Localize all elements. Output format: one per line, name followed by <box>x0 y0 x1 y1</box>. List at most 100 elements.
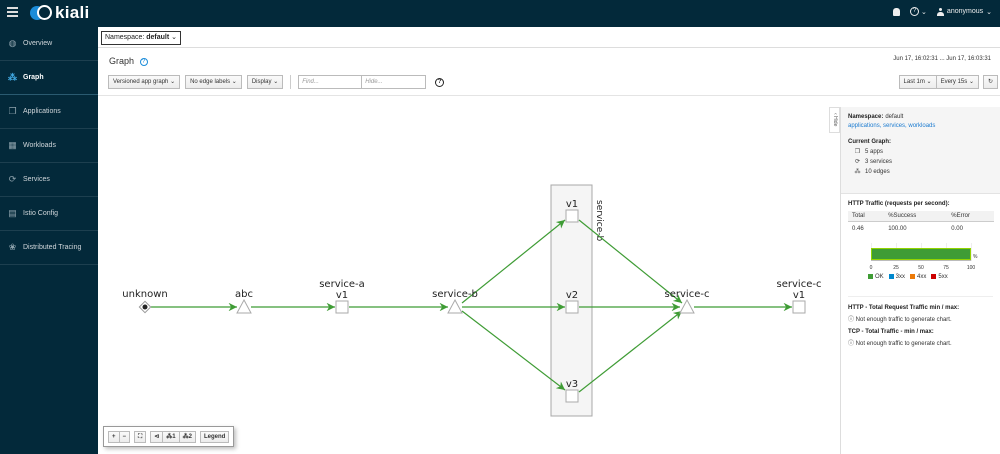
node-service-c[interactable]: service-c <box>665 289 710 314</box>
zoom-in-button[interactable]: + <box>108 430 120 443</box>
namespace-value: default <box>146 34 170 41</box>
tcp-minmax-title: TCP - Total Traffic - min / max: <box>848 329 934 336</box>
help-icon[interactable]: ? <box>139 57 148 66</box>
edge-labels-dropdown[interactable]: No edge labels ⌄ <box>185 75 242 89</box>
legend-button[interactable]: Legend <box>199 430 230 443</box>
divider <box>98 95 1000 96</box>
layout-icon: ⁂ <box>182 433 189 440</box>
namespace-links[interactable]: applications, services, workloads <box>848 123 936 129</box>
legend-4xx: 4xx <box>910 274 926 280</box>
chevron-down-icon: ⌄ <box>921 8 927 16</box>
tcp-minmax-note: ⓘ Not enough traffic to generate chart. <box>841 338 1000 347</box>
table-header: %Error <box>947 211 994 222</box>
page-title-text: Graph <box>109 56 135 66</box>
table-header: Total <box>848 211 885 222</box>
layout-default-button[interactable]: ⊲ <box>150 430 164 443</box>
menu-icon[interactable] <box>7 7 18 17</box>
node-service-c-v1[interactable]: service-c v1 <box>777 279 822 314</box>
legend-ok: OK <box>868 274 884 280</box>
node-service-b-v2[interactable]: v2 <box>565 290 579 314</box>
layout-number: 1 <box>172 433 176 440</box>
service-graph[interactable]: service-b unknown abc <box>98 96 833 454</box>
fit-icon: ⛶ <box>138 433 143 440</box>
main-content: Namespace: default ⌄ Graph ? Jun 17, 16:… <box>98 27 1000 454</box>
hide-label: Hide <box>832 116 838 127</box>
http-status-bar-chart: % 0 25 50 75 100 <box>869 241 978 271</box>
help-menu[interactable]: ? ⌄ <box>910 7 927 16</box>
find-help-icon[interactable]: ? <box>435 77 445 87</box>
node-service-b-v3[interactable]: v3 <box>565 379 579 403</box>
chevron-down-icon: ⌄ <box>231 79 237 85</box>
find-input[interactable]: Find... <box>298 75 363 89</box>
table-row: 0.46 100.00 0.00 <box>848 222 994 237</box>
refresh-interval-dropdown[interactable]: Every 15s ⌄ <box>936 75 979 89</box>
table-cell: 0.00 <box>951 226 963 232</box>
chevron-down-icon: ⌄ <box>171 34 178 41</box>
node-unknown[interactable]: unknown <box>122 289 168 314</box>
sidebar-item-overview[interactable]: ◍ Overview <box>0 27 98 61</box>
node-abc[interactable]: abc <box>235 289 253 314</box>
refresh-button[interactable]: ↻ <box>982 75 998 89</box>
sidebar-item-applications[interactable]: ❐ Applications <box>0 95 98 129</box>
refresh-interval-label: Every 15s <box>940 79 968 85</box>
apps-icon: ❐ <box>854 149 861 155</box>
svg-text:v1: v1 <box>566 199 578 210</box>
axis-tick: 0 <box>869 265 873 271</box>
axis-tick: 50 <box>918 265 924 271</box>
sidebar-item-workloads[interactable]: ▦ Workloads <box>0 129 98 163</box>
table-cell: 0.46 <box>852 226 864 232</box>
chevron-down-icon: ⌄ <box>968 79 974 85</box>
namespace-label: Namespace: <box>848 114 884 120</box>
refresh-controls: Last 1m ⌄ Every 15s ⌄ ↻ <box>898 75 998 89</box>
sidebar-item-istio-config[interactable]: ▤ Istio Config <box>0 197 98 231</box>
zoom-out-button[interactable]: − <box>119 430 131 443</box>
info-icon: ⓘ <box>848 317 856 324</box>
sidebar-item-services[interactable]: ⟳ Services <box>0 163 98 197</box>
namespace-dropdown[interactable]: Namespace: default ⌄ <box>101 31 182 45</box>
http-traffic-table: Total %Success %Error 0.46 100.00 0.00 <box>848 211 994 236</box>
bell-icon[interactable] <box>893 7 901 16</box>
svg-text:v1: v1 <box>336 290 348 301</box>
group-label: service-b <box>594 200 604 241</box>
stat-text: 3 services <box>865 158 893 165</box>
edges-icon: ⁂ <box>854 169 861 175</box>
svg-text:service-c: service-c <box>665 289 710 300</box>
namespace-value: default <box>885 114 904 120</box>
current-graph-label: Current Graph: <box>848 139 892 145</box>
node-service-a-v1[interactable]: service-a v1 <box>319 279 365 314</box>
fit-to-screen-button[interactable]: ⛶ <box>134 430 147 443</box>
tracing-icon: ❀ <box>8 242 17 252</box>
top-navbar: kiali ? ⌄ anonymous ⌄ <box>0 0 1000 27</box>
sidebar-item-label: Istio Config <box>23 210 59 217</box>
table-header: %Success <box>884 211 948 222</box>
user-menu[interactable]: anonymous ⌄ <box>936 7 992 16</box>
legend-3xx: 3xx <box>888 274 905 280</box>
hide-input[interactable]: Hide... <box>362 75 427 89</box>
hide-panel-toggle[interactable]: ‹ Hide <box>829 107 840 133</box>
brand-name: kiali <box>55 3 90 22</box>
node-service-b-v1[interactable]: v1 <box>565 199 579 223</box>
key-icon <box>142 304 148 310</box>
display-dropdown[interactable]: Display ⌄ <box>246 75 284 89</box>
namespace-label: Namespace: <box>105 34 145 41</box>
display-label: Display <box>251 79 272 85</box>
axis-unit: % <box>973 254 978 260</box>
layout-icon: ⁂ <box>166 433 173 440</box>
layout-1-button[interactable]: ⁂1 <box>163 430 180 443</box>
duration-dropdown[interactable]: Last 1m ⌄ <box>898 75 937 89</box>
axis-tick: 25 <box>893 265 899 271</box>
layout-2-button[interactable]: ⁂2 <box>179 430 196 443</box>
kiali-logo[interactable]: kiali <box>30 3 90 22</box>
graph-icon: ⁂ <box>8 72 17 82</box>
kiali-logo-icon <box>30 5 53 21</box>
sidebar: ◍ Overview ⁂ Graph ❐ Applications ▦ Work… <box>0 27 98 454</box>
node-service-b[interactable]: service-b <box>432 289 478 314</box>
svg-text:unknown: unknown <box>122 289 167 300</box>
stat-services: ⟳3 services <box>848 158 993 166</box>
graph-zoom-toolbar: + − ⛶ ⊲ ⁂1 ⁂2 Legend <box>103 426 235 447</box>
graph-type-dropdown[interactable]: Versioned app graph ⌄ <box>108 75 181 89</box>
sidebar-item-distributed-tracing[interactable]: ❀ Distributed Tracing <box>0 231 98 265</box>
legend-5xx: 5xx <box>931 274 948 280</box>
sidebar-item-graph[interactable]: ⁂ Graph <box>0 61 98 95</box>
namespace-bar: Namespace: default ⌄ <box>98 27 1000 48</box>
